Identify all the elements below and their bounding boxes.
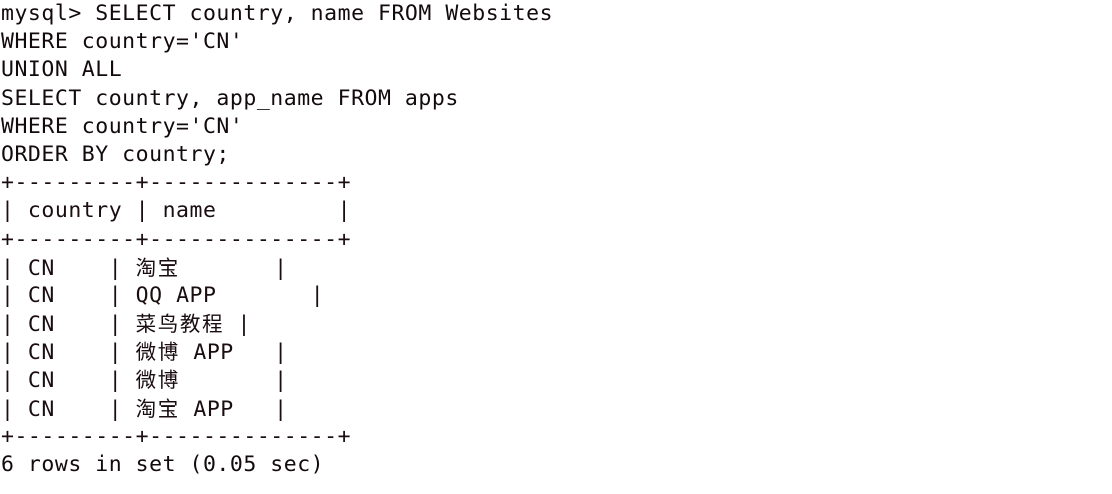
table-header-rule: +---------+--------------+ xyxy=(1,226,352,252)
cjk-glyph: 淘 xyxy=(135,396,157,421)
table-bottom-rule: +---------+--------------+ xyxy=(1,423,352,449)
cjk-glyph: 微 xyxy=(135,340,157,365)
cjk-glyph: 教 xyxy=(179,312,201,337)
table-row: | CN | QQ APP | xyxy=(1,282,325,308)
table-row: | CN | 淘宝 APP | xyxy=(1,396,288,422)
cjk-glyph: 程 xyxy=(201,312,224,337)
table-row: | CN | 菜鸟教程 | xyxy=(1,312,252,338)
cjk-glyph: 宝 xyxy=(157,255,179,280)
cjk-glyph: 微 xyxy=(135,368,157,393)
cjk-glyph: 博 xyxy=(157,340,179,365)
query-line-3: UNION ALL xyxy=(1,57,123,83)
table-body: | CN | 淘宝 || CN | QQ APP || CN | 菜鸟教程 ||… xyxy=(0,254,1112,423)
table-row: | CN | 微博 | xyxy=(1,368,288,394)
table-top-rule: +---------+--------------+ xyxy=(1,170,352,196)
cjk-glyph: 菜 xyxy=(135,312,157,337)
table-row: | CN | 微博 APP | xyxy=(1,340,288,366)
status-line: 6 rows in set (0.05 sec) xyxy=(1,452,325,477)
query-line-5: WHERE country='CN' xyxy=(1,113,244,139)
query-line-6: ORDER BY country; xyxy=(1,141,230,167)
cjk-glyph: 博 xyxy=(157,368,179,393)
table-header-row: | country | name | xyxy=(1,198,352,224)
table-row: | CN | 淘宝 | xyxy=(1,255,288,281)
query-line-4: SELECT country, app_name FROM apps xyxy=(1,85,459,111)
query-line-1: mysql> SELECT country, name FROM Website… xyxy=(1,1,554,26)
cjk-glyph: 宝 xyxy=(157,396,179,421)
cjk-glyph: 鸟 xyxy=(157,312,179,337)
query-line-2: WHERE country='CN' xyxy=(1,29,244,55)
cjk-glyph: 淘 xyxy=(135,255,157,280)
